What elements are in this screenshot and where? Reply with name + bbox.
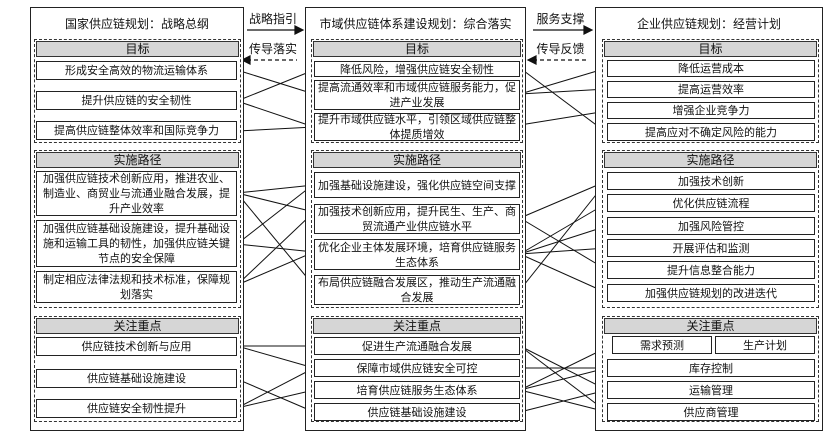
city-path-item: 布局供应链融合发展区，推动生产流通融合发展: [314, 275, 520, 305]
national-goal-item: 提升供应链的安全韧性: [36, 91, 237, 110]
enterprise-goals-section: [602, 39, 819, 143]
city-path-item: 优化企业主体发展环境，培育供应链服务生态体系: [314, 239, 520, 270]
column-title-national: 国家供应链规划：战略总纲: [64, 17, 209, 31]
enterprise-paths-header: 实施路径: [604, 152, 817, 168]
enterprise-focus-section: [602, 316, 819, 422]
city-goals-section: [311, 39, 523, 143]
enterprise-path-item: 优化供应链流程: [607, 194, 815, 212]
enterprise-goal-item: 提高运营效率: [607, 81, 815, 98]
transmit-feedback-label: 传导反馈: [536, 42, 585, 56]
city-paths-section: [311, 150, 523, 308]
national-goal-item: 形成安全高效的物流运输体系: [36, 61, 237, 80]
enterprise-focus-item: 供应商管理: [607, 403, 815, 421]
enterprise-paths-section: [602, 150, 819, 308]
enterprise-focus-item: 库存控制: [607, 359, 815, 377]
national-focus-header: 关注重点: [36, 318, 239, 334]
city-focus-item: 培育供应链服务生态体系: [314, 381, 520, 399]
national-focus-item: 供应链技术创新与应用: [36, 337, 237, 356]
enterprise-goal-item: 增强企业竞争力: [607, 102, 815, 119]
city-paths-header: 实施路径: [313, 152, 521, 168]
enterprise-path-item: 加强技术创新: [607, 172, 815, 190]
national-focus-section: [34, 316, 241, 422]
strategic-guidance-label: 战略指引: [248, 12, 297, 26]
enterprise-focus-item: 运输管理: [607, 381, 815, 399]
city-focus-header: 关注重点: [313, 318, 521, 334]
city-goal-item: 降低风险，增强供应链安全韧性: [314, 61, 520, 77]
city-focus-item: 保障市域供应链安全可控: [314, 359, 520, 377]
city-focus-item: 促进生产流通融合发展: [314, 337, 520, 355]
national-path-item: 制定相应法律法规和技术标准，保障规划落实: [36, 271, 237, 303]
enterprise-goal-item: 降低运营成本: [607, 60, 815, 77]
city-goal-item: 提升市域供应链水平，引领区域供应链整体提质增效: [314, 113, 520, 141]
transmit-implement-label: 传导落实: [248, 42, 297, 56]
enterprise-focus-item: 生产计划: [715, 336, 815, 354]
city-goals-header: 目标: [313, 41, 521, 57]
enterprise-path-item: 加强供应链规划的改进迭代: [607, 284, 815, 302]
city-path-item: 加强技术创新应用，提升民生、生产、商贸流通产业供应链水平: [314, 204, 520, 234]
column-title-city: 市域供应链体系建设规划：综合落实: [319, 17, 512, 31]
enterprise-focus-item: 需求预测: [612, 336, 712, 354]
city-focus-item: 供应链基础设施建设: [314, 403, 520, 421]
enterprise-path-item: 提升信息整合能力: [607, 261, 815, 279]
enterprise-goal-item: 提高应对不确定风险的能力: [607, 123, 815, 141]
service-support-label: 服务支撑: [536, 12, 585, 26]
enterprise-focus-header: 关注重点: [604, 318, 817, 334]
national-goals-header: 目标: [36, 41, 239, 57]
city-goal-item: 提高流通效率和市域供应链服务能力，促进产业发展: [314, 80, 520, 110]
national-paths-section: [34, 150, 241, 308]
national-goals-section: [34, 39, 241, 143]
national-paths-header: 实施路径: [36, 152, 239, 168]
city-path-item: 加强基础设施建设，强化供应链空间支撑: [314, 172, 520, 198]
national-goal-item: 提高供应链整体效率和国际竞争力: [36, 121, 237, 140]
national-focus-item: 供应链基础设施建设: [36, 369, 237, 388]
city-focus-section: [311, 316, 523, 422]
column-title-enterprise: 企业供应链规划：经营计划: [636, 17, 781, 31]
enterprise-path-item: 加强风险管控: [607, 217, 815, 235]
enterprise-path-item: 开展评估和监测: [607, 239, 815, 257]
national-focus-item: 供应链安全韧性提升: [36, 399, 237, 418]
national-path-item: 加强供应链技术创新应用，推进农业、制造业、商贸业与流通业融合发展，提升产业效率: [36, 171, 237, 216]
enterprise-goals-header: 目标: [604, 41, 817, 57]
national-path-item: 加强供应链基础设施建设，提升基础设施和运输工具的韧性，加强供应链关键节点的安全保…: [36, 220, 237, 267]
